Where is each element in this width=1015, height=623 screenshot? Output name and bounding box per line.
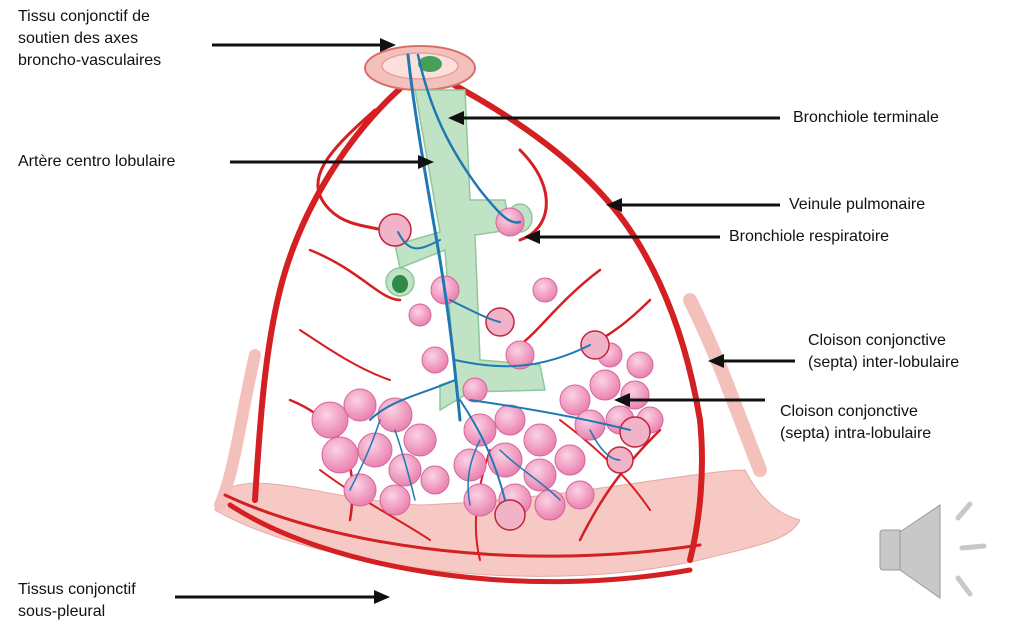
label-line: (septa) intra-lobulaire — [780, 423, 931, 445]
label-line: Tissus conjonctif — [18, 579, 136, 601]
label-line: Cloison conjonctive — [808, 330, 959, 352]
sous-pleural-tissue — [215, 300, 800, 576]
arrow-cloison-inter — [708, 354, 795, 368]
label-tissus-sous-pleural: Tissus conjonctif sous-pleural — [18, 579, 136, 623]
arrow-bronchiole-resp — [524, 230, 720, 244]
label-tissu-soutien: Tissu conjonctif de soutien des axes bro… — [18, 6, 161, 72]
label-cloison-intra: Cloison conjonctive (septa) intra-lobula… — [780, 401, 931, 445]
label-line: broncho-vasculaires — [18, 50, 161, 72]
center-alveoli-cluster — [454, 405, 594, 520]
label-line: Cloison conjonctive — [780, 401, 931, 423]
label-line: sous-pleural — [18, 601, 136, 623]
label-artere-centro-lobulaire: Artère centro lobulaire — [18, 151, 175, 173]
arrow-tissu-soutien — [212, 38, 396, 52]
arrow-veinule — [606, 198, 780, 212]
label-bronchiole-respiratoire: Bronchiole respiratoire — [729, 226, 889, 248]
label-line: soutien des axes — [18, 28, 161, 50]
label-line: (septa) inter-lobulaire — [808, 352, 959, 374]
label-veinule-pulmonaire: Veinule pulmonaire — [789, 194, 925, 216]
arrow-sous-pleural — [175, 590, 390, 604]
speaker-icon[interactable] — [880, 504, 984, 598]
label-line: Tissu conjonctif de — [18, 6, 161, 28]
label-cloison-inter: Cloison conjonctive (septa) inter-lobula… — [808, 330, 959, 374]
label-bronchiole-terminale: Bronchiole terminale — [793, 107, 939, 129]
